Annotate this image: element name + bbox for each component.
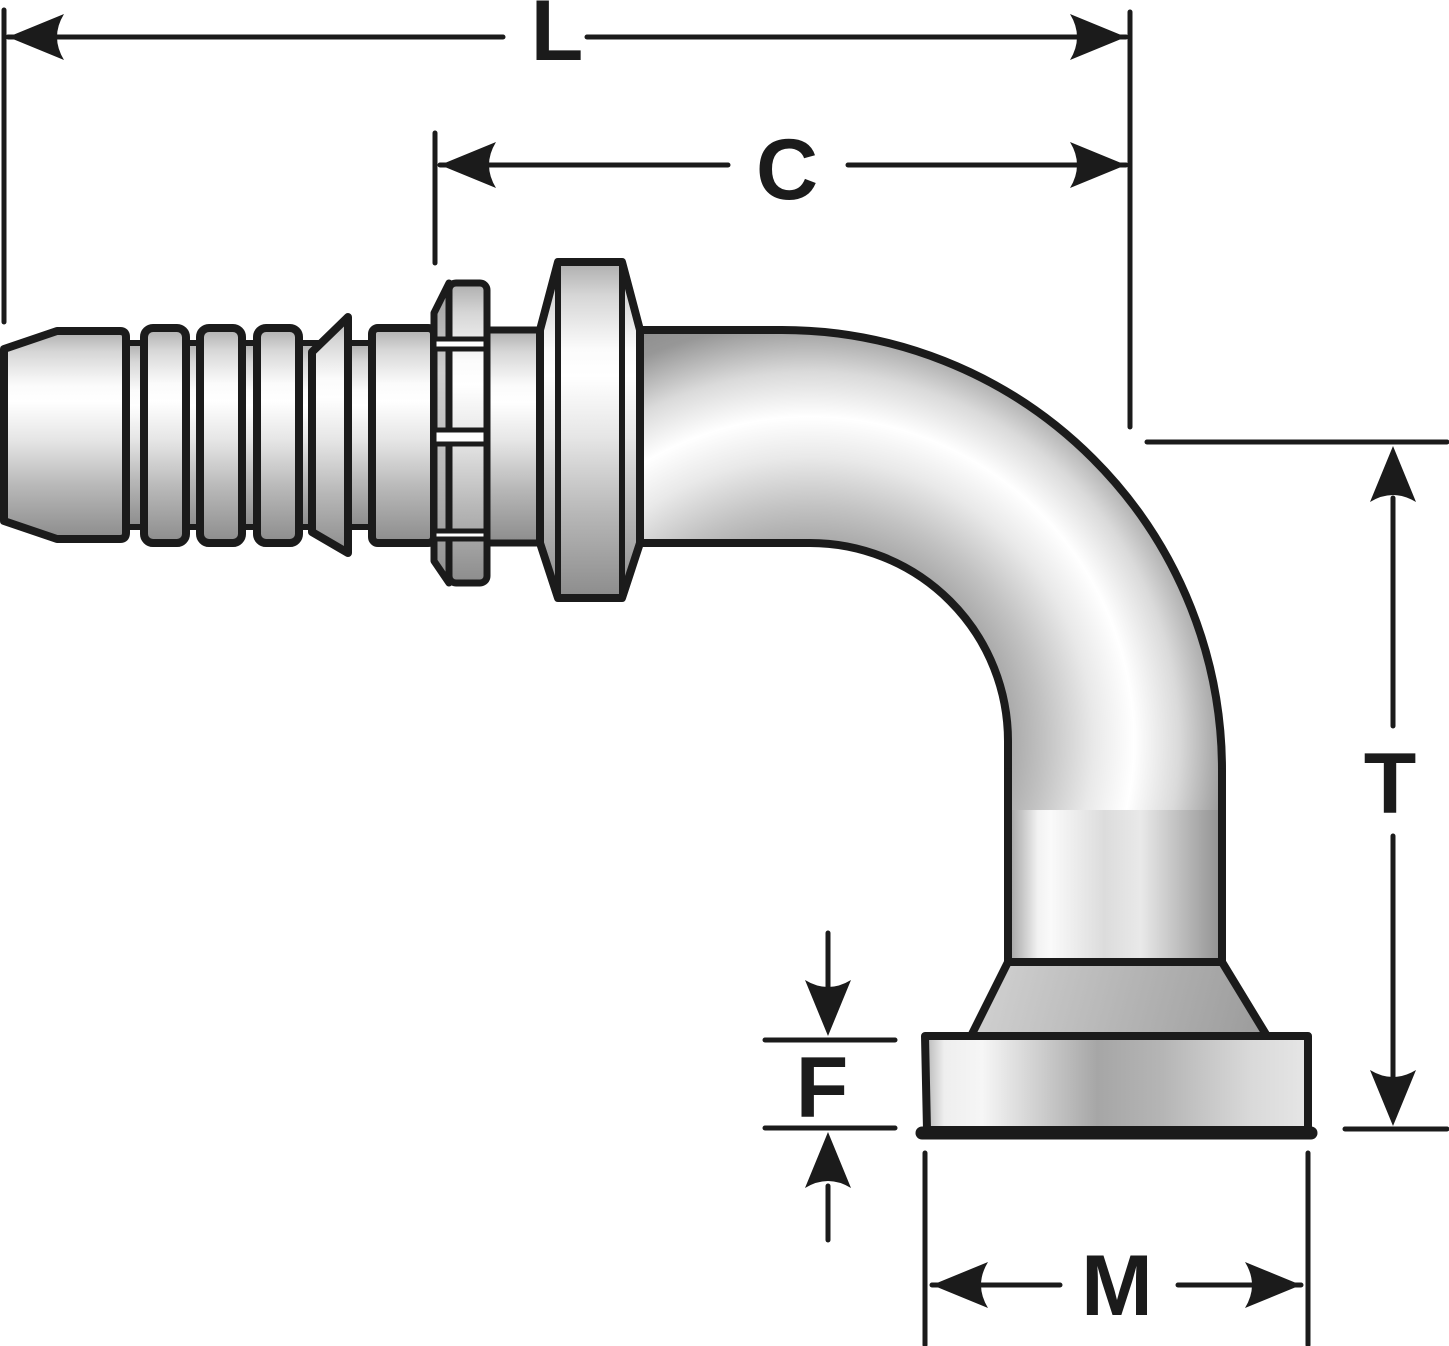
collar [483, 326, 544, 547]
washer-slot [431, 427, 490, 447]
dim-label-m: M [1081, 1238, 1153, 1334]
dim-label-f: F [796, 1040, 849, 1136]
l-arrowhead-right-icon [1070, 14, 1126, 60]
elbow-tube [636, 326, 1226, 967]
washer-slot [431, 336, 490, 352]
barb-rib [196, 324, 246, 547]
t-arrowhead-up-icon [1370, 446, 1416, 502]
f-arrowhead-up-icon [805, 1132, 851, 1188]
dim-label-l: L [531, 0, 584, 79]
dimension-M: M [922, 1150, 1311, 1346]
dimension-F: F [762, 930, 898, 1243]
vertical-pipe [1008, 810, 1222, 963]
c-arrowhead-right-icon [1070, 142, 1126, 188]
stem-flare-cone [308, 313, 352, 557]
dimension-T: T [1144, 439, 1449, 1132]
flange-cone [967, 958, 1271, 1040]
nut [536, 258, 644, 602]
dimension-C: C [432, 122, 1129, 266]
stem-cylinder [368, 324, 438, 547]
dimension-L: L [1, 0, 1133, 430]
fitting-body [0, 258, 1318, 1140]
flange-disk [921, 1032, 1312, 1134]
washer-slot [431, 528, 490, 542]
t-arrowhead-down-icon [1370, 1070, 1416, 1126]
stem-nose [0, 327, 130, 543]
c-arrowhead-left-icon [440, 142, 496, 188]
barb-rib [140, 324, 190, 547]
dim-label-c: C [756, 122, 818, 218]
m-arrowhead-left-icon [932, 1262, 988, 1308]
m-arrowhead-right-icon [1245, 1262, 1301, 1308]
barb-rib [253, 324, 303, 547]
dim-label-t: T [1364, 736, 1417, 832]
f-arrowhead-down-icon [805, 980, 851, 1036]
l-arrowhead-left-icon [8, 14, 64, 60]
